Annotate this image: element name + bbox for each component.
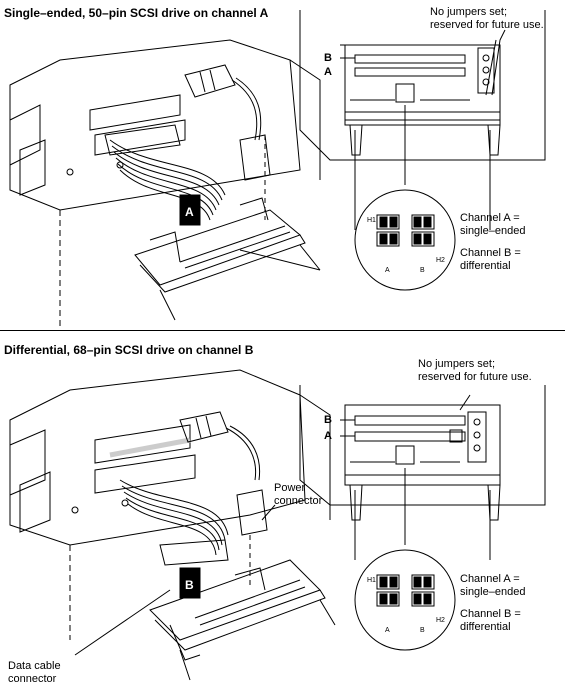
section-2-channel-a-desc: Channel A = single–ended xyxy=(460,573,525,599)
power-connector-line-1: Power xyxy=(274,482,306,494)
data-cable-connector-line-2: connector xyxy=(8,673,57,685)
section-1-note: No jumpers set; reserved for future use. xyxy=(430,6,544,32)
bay-connector-b xyxy=(149,559,336,681)
section-1-note-line-2: reserved for future use. xyxy=(430,19,544,31)
jumper-b-h2: H2 xyxy=(436,617,445,624)
drive-chassis-bottom xyxy=(9,369,331,640)
cable-a-letter: A xyxy=(185,205,194,219)
ribbon-cable-b xyxy=(119,479,229,566)
section-1-channel-a-line-1: Channel A = xyxy=(460,212,520,224)
section-1-channel-b-line-1: Channel B = xyxy=(460,247,521,259)
jumper-a-col-a: A xyxy=(385,267,390,274)
cable-b-letter: B xyxy=(185,578,194,592)
jumper-a-h1: H1 xyxy=(367,217,376,224)
section-1-note-line-1: No jumpers set; xyxy=(430,6,508,18)
section-divider xyxy=(0,330,565,331)
section-2-channel-b-desc: Channel B = differential xyxy=(460,608,521,634)
data-cable-connector-line-1: Data cable xyxy=(8,660,61,672)
bay-connector-a xyxy=(134,135,321,321)
section-2-note-line-1: No jumpers set; xyxy=(418,358,496,370)
section-1-channel-a-line-2: single–ended xyxy=(460,225,526,237)
section-2-title: Differential, 68–pin SCSI drive on chann… xyxy=(4,343,254,357)
section-2-channel-b-line-2: differential xyxy=(460,621,511,633)
section-2-note-line-2: reserved for future use. xyxy=(418,371,532,383)
section-1-channel-b-marker: B xyxy=(324,52,332,64)
section-1-channel-b-line-2: differential xyxy=(460,260,511,272)
section-1-channel-b-desc: Channel B = differential xyxy=(460,247,521,273)
jumper-a-col-b: B xyxy=(420,267,425,274)
section-2-channel-a-line-2: single–ended xyxy=(460,586,526,598)
section-1-channel-a-desc: Channel A = single–ended xyxy=(460,212,525,238)
jumper-zoom-b xyxy=(354,549,456,651)
data-cable-leader xyxy=(74,589,171,656)
scsi-board-b xyxy=(299,385,546,560)
jumper-a-h2: H2 xyxy=(436,257,445,264)
cable-a-arrow xyxy=(179,194,201,226)
ribbon-cable-a xyxy=(104,124,226,221)
data-cable-connector-label: Data cable connector xyxy=(8,660,61,686)
section-2-note: No jumpers set; reserved for future use. xyxy=(418,358,532,384)
power-connector-leader xyxy=(261,504,276,521)
power-plug-b xyxy=(179,411,268,585)
section-1-channel-a-marker: A xyxy=(324,66,332,78)
power-connector-label: Power connector xyxy=(274,482,322,508)
section-2-channel-b-line-1: Channel B = xyxy=(460,608,521,620)
scsi-board-a xyxy=(299,10,546,230)
jumper-b-col-a: A xyxy=(385,627,390,634)
section-2-channel-a-marker: A xyxy=(324,430,332,442)
power-plug-a xyxy=(184,64,271,181)
power-connector-line-2: connector xyxy=(274,495,323,507)
jumper-b-col-b: B xyxy=(420,627,425,634)
section-1-title: Single–ended, 50–pin SCSI drive on chann… xyxy=(4,6,269,20)
section-2-channel-b-marker: B xyxy=(324,414,332,426)
drive-chassis-top xyxy=(9,39,321,330)
jumper-b-h1: H1 xyxy=(367,577,376,584)
section-2-channel-a-line-1: Channel A = xyxy=(460,573,520,585)
cable-b-arrow xyxy=(179,567,201,599)
jumper-zoom-a xyxy=(354,189,456,291)
